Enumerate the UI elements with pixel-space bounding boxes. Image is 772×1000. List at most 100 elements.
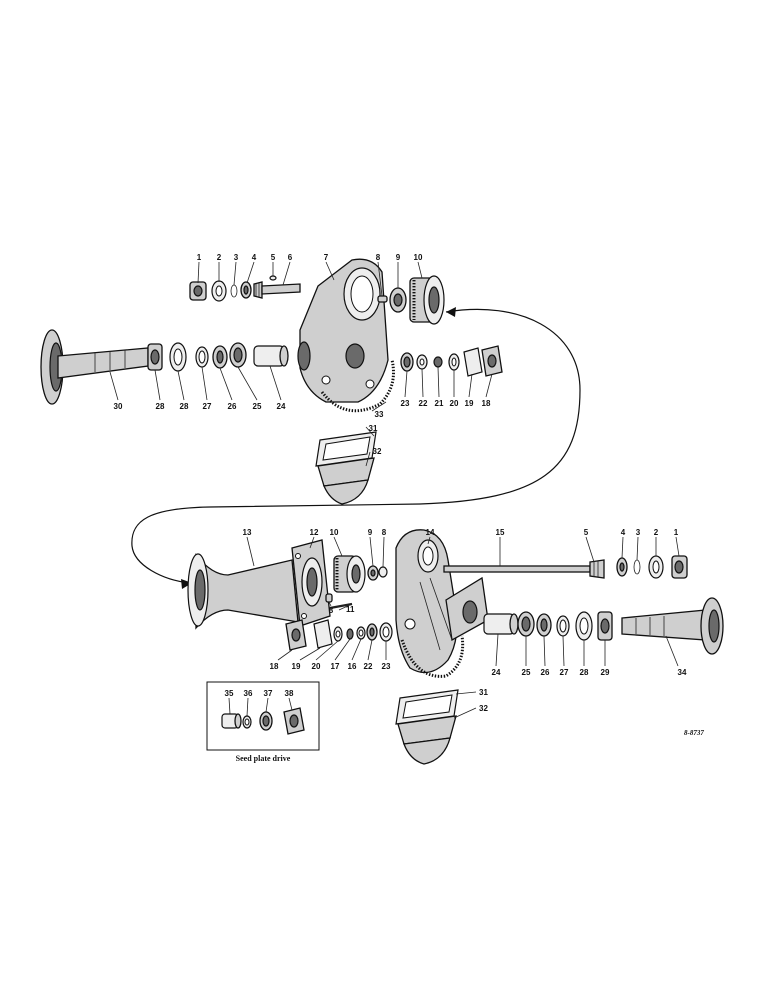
lower-label-16: 16	[348, 662, 357, 671]
part-18-cover-lower	[285, 619, 307, 651]
lower-label-25: 25	[522, 668, 531, 677]
part-17-nut-lower	[346, 628, 354, 640]
upper-label-19: 19	[465, 399, 474, 408]
lower-label-29: 29	[601, 668, 610, 677]
lower-label-31: 31	[479, 688, 488, 697]
connection-curve	[131, 308, 581, 584]
part-37-bearing	[259, 711, 273, 731]
part-15-shaft	[443, 559, 605, 579]
upper-label-8: 8	[376, 253, 381, 262]
part-9-bearing-lower	[367, 565, 379, 581]
upper-label-21: 21	[435, 399, 444, 408]
part-6-pinion-shaft	[253, 281, 301, 299]
upper-label-5: 5	[271, 253, 276, 262]
upper-label-18: 18	[482, 399, 491, 408]
lower-label-5: 5	[584, 528, 589, 537]
part-35-bushing	[221, 713, 242, 729]
lower-label-27: 27	[560, 668, 569, 677]
part-20-washer-lower	[333, 626, 343, 642]
lower-label-3: 3	[636, 528, 641, 537]
part-8-pin-lower-a	[378, 566, 388, 578]
part-23-bearing	[400, 352, 414, 372]
upper-label-28a: 28	[156, 402, 165, 411]
part-26-bearing-lower	[536, 613, 552, 637]
upper-label-6: 6	[288, 253, 293, 262]
part-21-nut	[433, 356, 443, 368]
part-13-axle-housing	[187, 553, 299, 630]
upper-label-26: 26	[228, 402, 237, 411]
lower-label-4: 4	[621, 528, 626, 537]
upper-label-25: 25	[253, 402, 262, 411]
part-19-gasket	[463, 347, 483, 377]
part-11-bolt	[329, 602, 353, 610]
upper-label-32: 32	[373, 447, 382, 456]
upper-leader-lines	[109, 261, 493, 467]
upper-label-33: 33	[375, 410, 384, 419]
upper-label-4: 4	[252, 253, 257, 262]
upper-label-31: 31	[369, 424, 378, 433]
lower-label-19: 19	[292, 662, 301, 671]
part-3-snap-ring	[230, 284, 238, 298]
part-28-gasket-lower	[575, 611, 593, 641]
lower-label-13: 13	[243, 528, 252, 537]
upper-label-2: 2	[217, 253, 222, 262]
lower-label-20: 20	[312, 662, 321, 671]
part-29-retainer-lower	[597, 611, 613, 641]
part-7-housing	[297, 258, 389, 403]
upper-label-1: 1	[197, 253, 202, 262]
drawing-code: 8-8737	[684, 729, 704, 737]
upper-label-7: 7	[324, 253, 329, 262]
part-10-drum-gear-lower	[333, 555, 366, 593]
lower-label-18: 18	[270, 662, 279, 671]
upper-label-10: 10	[414, 253, 423, 262]
lower-label-11: 11	[346, 605, 355, 614]
part-36-ring	[242, 715, 252, 729]
lower-label-17: 17	[331, 662, 340, 671]
lower-label-23: 23	[382, 662, 391, 671]
lower-label-22: 22	[364, 662, 373, 671]
part-1-cap	[189, 281, 207, 301]
part-28-retainer-left	[147, 343, 163, 371]
part-14-differential-housing	[395, 529, 489, 674]
upper-label-3: 3	[234, 253, 239, 262]
lower-label-8b: 8	[329, 606, 334, 615]
part-5-key	[269, 275, 277, 281]
part-19-gasket-lower	[313, 619, 333, 649]
inset-caption: Seed plate drive	[236, 754, 291, 763]
lower-label-8a: 8	[382, 528, 387, 537]
part-22-washer	[416, 354, 428, 370]
connection-arrow-lower	[181, 579, 192, 589]
lower-label-28: 28	[580, 668, 589, 677]
part-23-ring-lower	[379, 622, 393, 642]
upper-label-20: 20	[450, 399, 459, 408]
lower-label-32: 32	[479, 704, 488, 713]
upper-label-22: 22	[419, 399, 428, 408]
lower-label-15: 15	[496, 528, 505, 537]
part-27-ring-lower	[556, 615, 570, 637]
part-2-gasket-lower	[648, 555, 664, 579]
lower-label-14: 14	[426, 528, 435, 537]
part-18-cover	[481, 345, 503, 377]
upper-labels: 1 2 3 4 5 6 7 8 9 10 30 28 28 27 26 25 2…	[114, 253, 491, 456]
part-24-spacer-tube-lower	[483, 613, 519, 635]
part-12-flange	[291, 539, 331, 627]
lower-labels: 13 12 10 9 8 14 15 5 4 3 2 1 8 11 18 19 …	[243, 528, 687, 713]
lower-label-9: 9	[368, 528, 373, 537]
lower-label-24: 24	[492, 668, 501, 677]
seed-plate-drive-inset: 35 36 37 38 Seed plate drive	[206, 681, 320, 763]
part-22-bearing-lower	[366, 623, 378, 641]
lower-label-12: 12	[310, 528, 319, 537]
part-24-spacer-tube	[253, 345, 289, 367]
lower-leader-lines	[246, 536, 680, 719]
inset-label-35: 35	[225, 689, 234, 698]
part-25-bearing	[229, 342, 247, 368]
inset-frame	[206, 681, 320, 751]
part-4-bearing	[240, 281, 252, 299]
part-2-gasket	[211, 280, 227, 302]
upper-label-30: 30	[114, 402, 123, 411]
lower-label-10: 10	[330, 528, 339, 537]
upper-assembly: 1 2 3 4 5 6 7 8 9 10 30 28 28 27 26 25 2…	[40, 253, 503, 505]
inset-label-36: 36	[244, 689, 253, 698]
part-10-drum-gear	[409, 275, 445, 325]
